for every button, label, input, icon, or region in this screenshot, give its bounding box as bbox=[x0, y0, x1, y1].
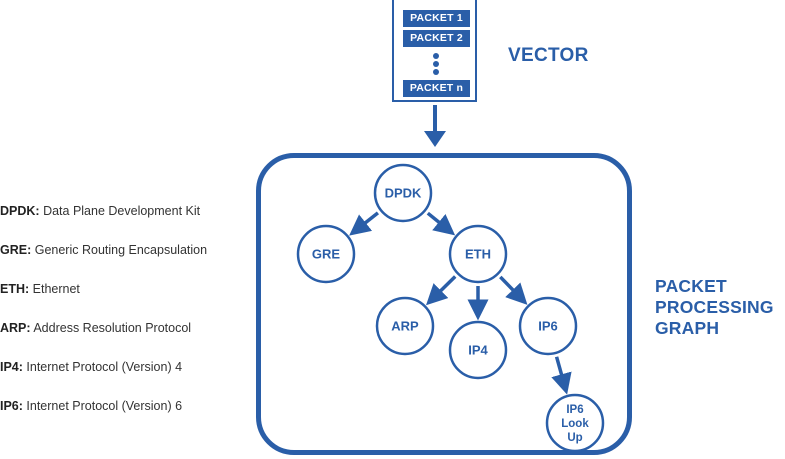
legend-text: Ethernet bbox=[29, 282, 80, 296]
legend-text: Internet Protocol (Version) 4 bbox=[22, 360, 183, 374]
packet-2: PACKET 2 bbox=[403, 30, 470, 47]
legend-text: Internet Protocol (Version) 6 bbox=[22, 399, 183, 413]
legend-item: GRE: Generic Routing Encapsulation bbox=[0, 243, 207, 257]
node-label: Look bbox=[561, 418, 589, 430]
ellipsis-dot bbox=[433, 61, 439, 67]
graph-label-line: GRAPH bbox=[655, 318, 720, 338]
node-circle bbox=[545, 393, 605, 453]
vector-to-graph-arrow bbox=[424, 105, 446, 147]
node-circle bbox=[448, 320, 508, 380]
node-label: ARP bbox=[391, 319, 419, 334]
legend-abbr: ETH: bbox=[0, 282, 30, 296]
legend-abbr: DPDK: bbox=[0, 204, 40, 218]
edge-arrow-eth-to-arp bbox=[426, 275, 457, 306]
node-circle bbox=[448, 224, 508, 284]
packet-vector-box: PACKET 1 PACKET 2 PACKET n bbox=[392, 0, 477, 102]
legend-abbr: ARP: bbox=[0, 321, 31, 335]
node-label: ETH bbox=[465, 247, 491, 262]
node-label: Up bbox=[567, 432, 582, 444]
node-label: GRE bbox=[312, 247, 341, 262]
node-dpdk: DPDK bbox=[373, 163, 433, 223]
edge-arrow-dpdk-to-gre bbox=[349, 211, 380, 236]
edge-arrow-dpdk-to-eth bbox=[426, 211, 456, 236]
node-eth: ETH bbox=[448, 224, 508, 284]
node-ip6: IP6 bbox=[518, 296, 578, 356]
graph-label-line: PACKET bbox=[655, 276, 727, 296]
legend-abbr: IP4: bbox=[0, 360, 23, 374]
node-circle bbox=[373, 163, 433, 223]
legend-text: Data Plane Development Kit bbox=[39, 204, 201, 218]
node-ip4: IP4 bbox=[448, 320, 508, 380]
node-label: IP6 bbox=[566, 404, 583, 416]
node-label: DPDK bbox=[385, 186, 422, 201]
node-label: IP6 bbox=[538, 319, 558, 334]
node-arp: ARP bbox=[375, 296, 435, 356]
vector-label: VECTOR bbox=[508, 45, 589, 66]
node-gre: GRE bbox=[296, 224, 356, 284]
packet-processing-graph-box bbox=[256, 153, 632, 455]
packet-n: PACKET n bbox=[403, 80, 470, 97]
edge-arrow-eth-to-ip6 bbox=[499, 275, 528, 305]
legend-item: ETH: Ethernet bbox=[0, 282, 80, 296]
legend-abbr: GRE: bbox=[0, 243, 32, 257]
graph-label: PACKET PROCESSING GRAPH bbox=[655, 276, 774, 339]
legend-item: DPDK: Data Plane Development Kit bbox=[0, 204, 200, 218]
legend-item: ARP: Address Resolution Protocol bbox=[0, 321, 191, 335]
legend-item: IP6: Internet Protocol (Version) 6 bbox=[0, 399, 182, 413]
legend-text: Generic Routing Encapsulation bbox=[31, 243, 208, 257]
legend-abbr: IP6: bbox=[0, 399, 23, 413]
edge-arrow-ip6-to-ip6-lookup bbox=[551, 356, 572, 395]
graph-label-line: PROCESSING bbox=[655, 297, 774, 317]
node-circle bbox=[518, 296, 578, 356]
node-circle bbox=[296, 224, 356, 284]
ellipsis-dot bbox=[433, 53, 439, 59]
packet-1: PACKET 1 bbox=[403, 10, 470, 27]
legend-text: Address Resolution Protocol bbox=[30, 321, 192, 335]
node-circle bbox=[375, 296, 435, 356]
legend-item: IP4: Internet Protocol (Version) 4 bbox=[0, 360, 182, 374]
ellipsis-dot bbox=[433, 69, 439, 75]
node-label: IP4 bbox=[468, 343, 488, 358]
